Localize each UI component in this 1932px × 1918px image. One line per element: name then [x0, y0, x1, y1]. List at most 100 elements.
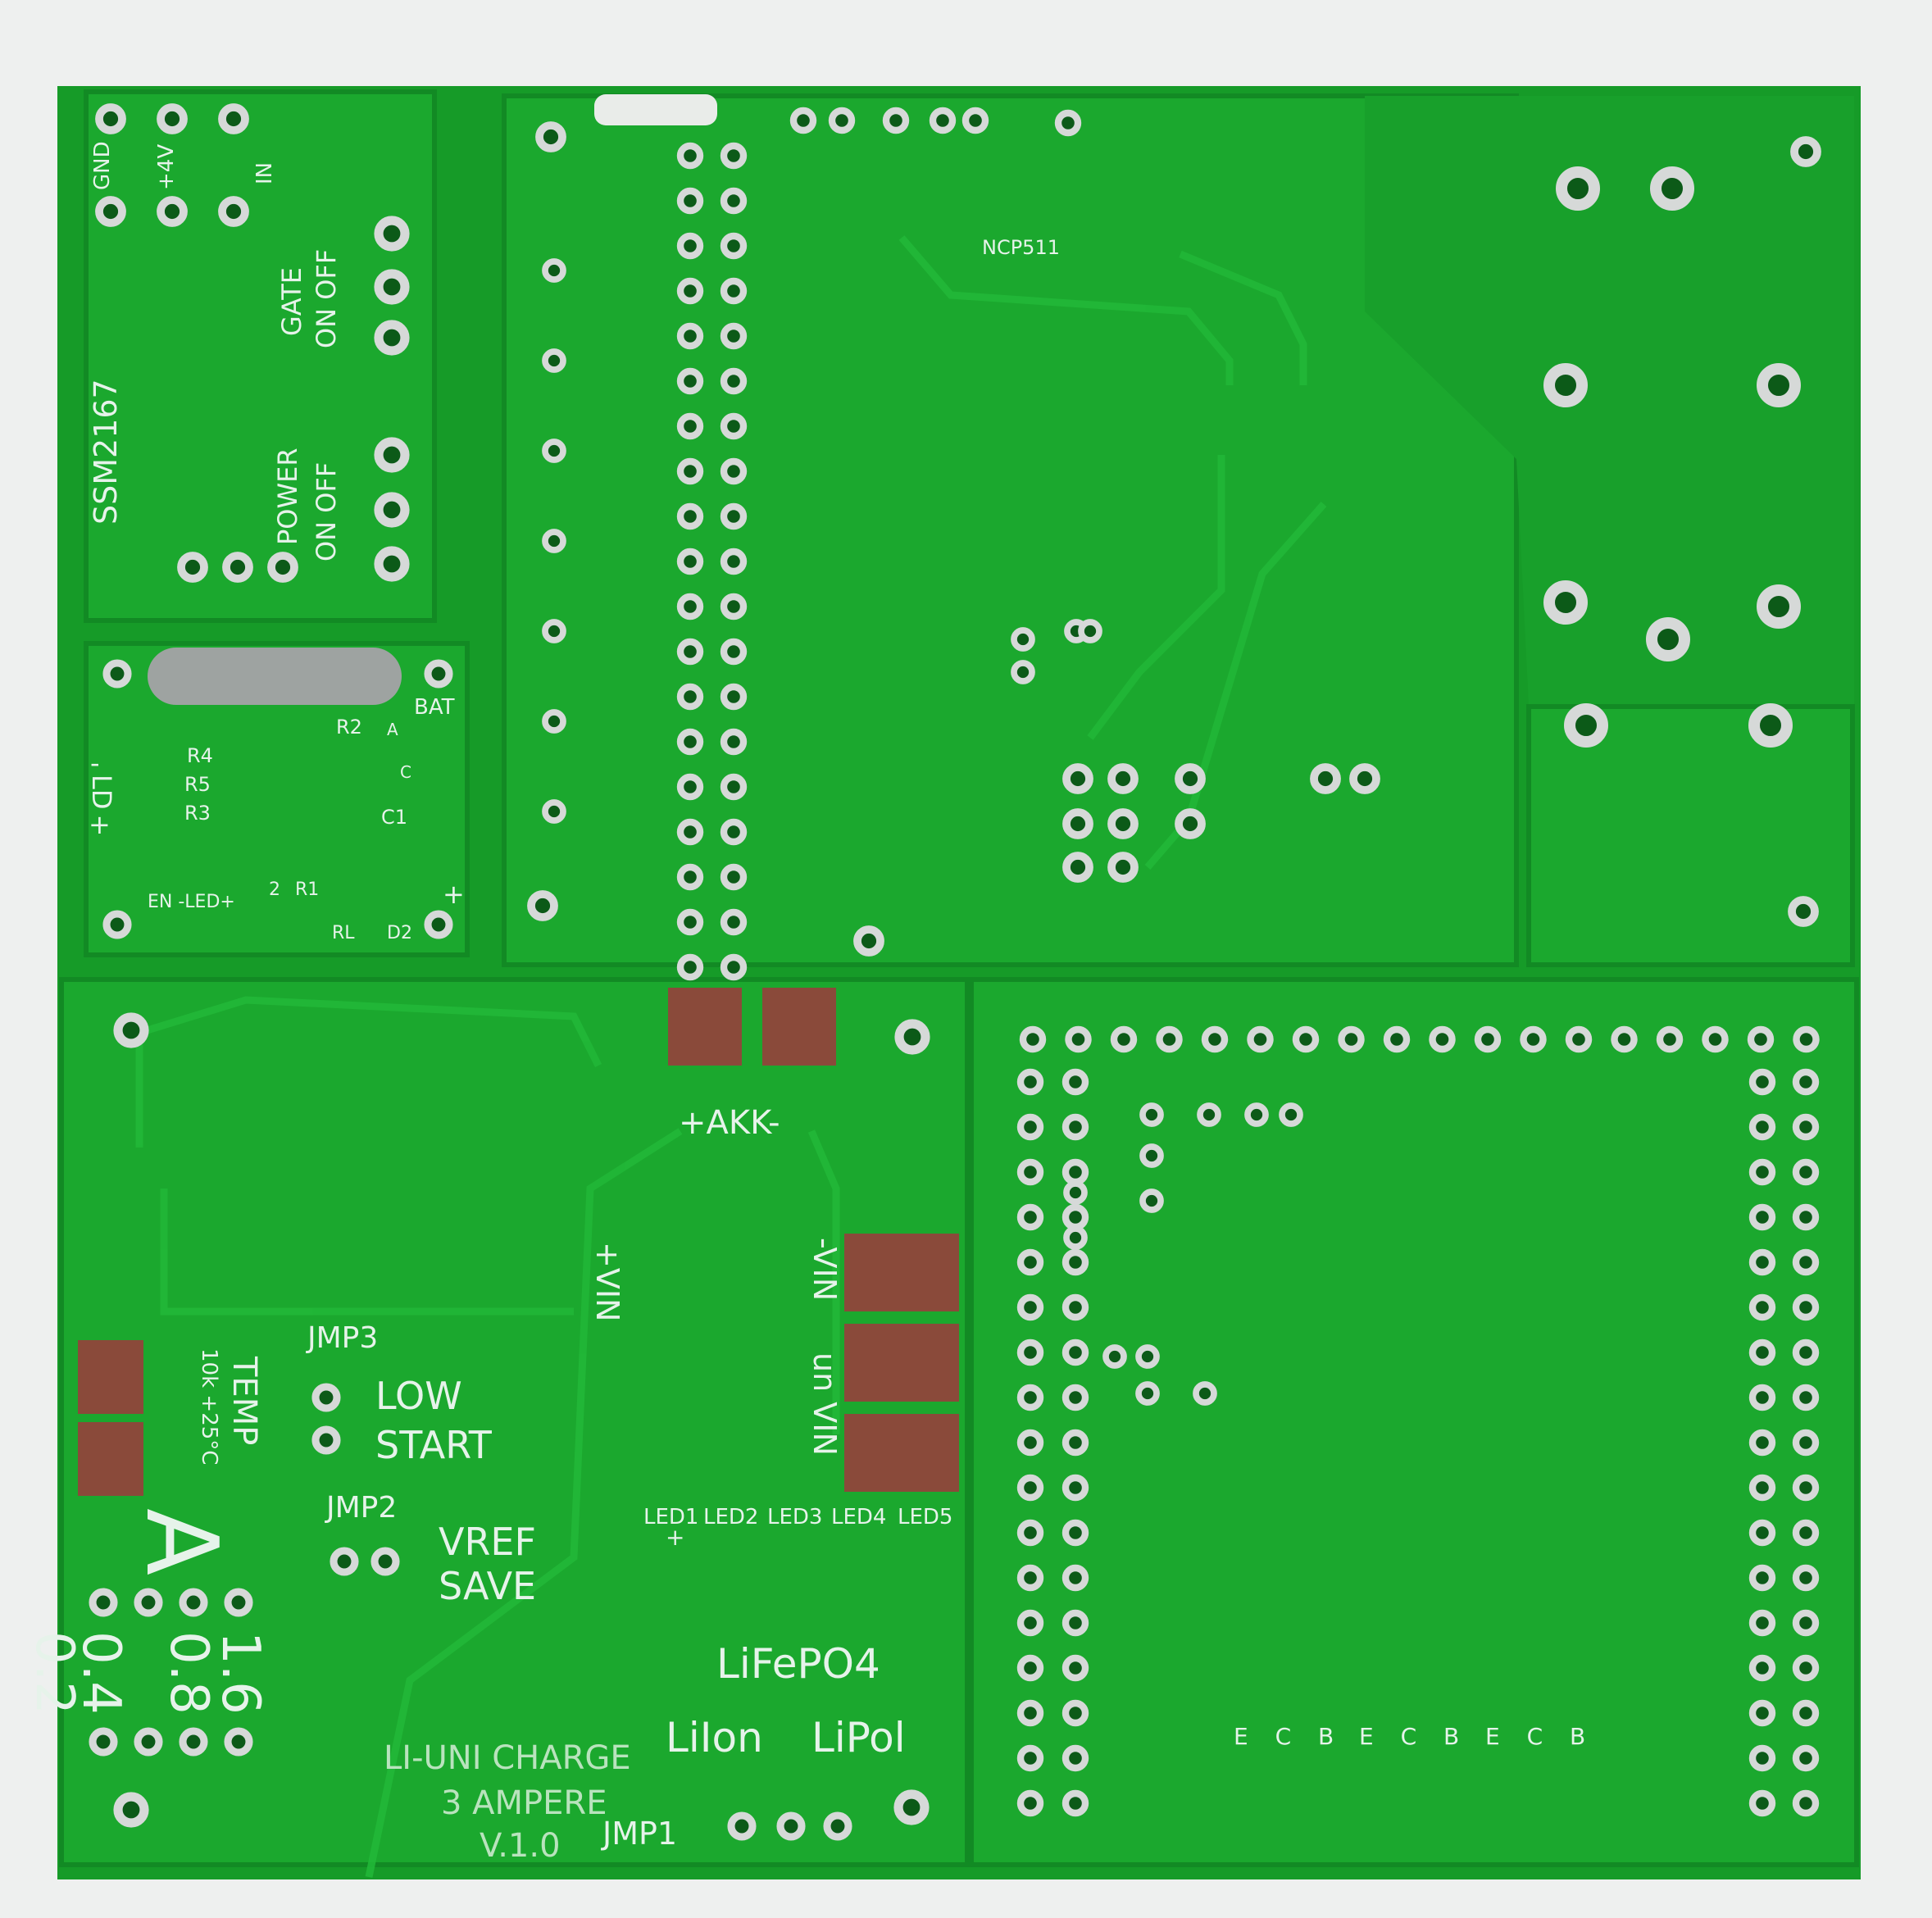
through-hole	[1792, 1564, 1820, 1592]
through-hole	[1349, 763, 1380, 794]
copper-trace	[1087, 455, 1225, 740]
copper-pad	[762, 988, 836, 1066]
through-hole	[1650, 166, 1694, 211]
label-ld-minus: -	[90, 748, 100, 779]
through-hole	[961, 107, 989, 134]
copper-trace	[135, 996, 602, 1148]
through-hole	[542, 258, 566, 283]
copper-trace	[1179, 250, 1307, 385]
through-hole	[1078, 619, 1102, 643]
through-hole	[720, 457, 748, 485]
through-hole	[1564, 703, 1608, 748]
through-hole	[676, 457, 704, 485]
label-amp-letter: A	[124, 1508, 238, 1576]
through-hole	[1279, 1102, 1303, 1127]
through-hole	[676, 277, 704, 305]
label-save: SAVE	[439, 1564, 537, 1608]
through-hole	[676, 187, 704, 215]
through-hole	[1061, 1744, 1089, 1772]
through-hole	[720, 187, 748, 215]
through-hole	[828, 107, 856, 134]
label-akk: +AKK-	[679, 1104, 780, 1142]
through-hole	[374, 492, 410, 528]
label-low: LOW	[375, 1374, 462, 1418]
through-hole	[1061, 1339, 1089, 1366]
through-hole	[95, 196, 126, 227]
label-r2: R2	[336, 716, 362, 739]
through-hole	[424, 659, 453, 689]
through-hole	[1244, 1102, 1269, 1127]
through-hole	[1061, 1429, 1089, 1457]
copper-trace	[160, 1189, 574, 1316]
label-led2: LED2	[703, 1505, 759, 1529]
through-hole	[134, 1588, 163, 1617]
mic-module	[84, 89, 437, 623]
label-r5: R5	[184, 773, 211, 796]
through-hole	[311, 1425, 341, 1455]
through-hole	[1792, 1068, 1820, 1096]
through-hole	[1107, 763, 1139, 794]
through-hole	[1788, 896, 1819, 927]
through-hole	[1107, 852, 1139, 883]
through-hole	[1135, 1344, 1160, 1369]
through-hole	[1061, 1699, 1089, 1727]
through-hole	[374, 320, 410, 356]
label-start: START	[375, 1423, 492, 1467]
copper-trace	[898, 235, 1234, 385]
through-hole	[1656, 1025, 1684, 1053]
through-hole	[676, 502, 704, 530]
through-hole	[1748, 1429, 1776, 1457]
through-hole	[1061, 1564, 1089, 1592]
through-hole	[218, 196, 249, 227]
label-ecb-2: E C B	[1359, 1723, 1470, 1750]
through-hole	[676, 953, 704, 981]
through-hole	[1292, 1025, 1320, 1053]
label-current-0-8: 0.8	[158, 1631, 219, 1715]
label-vin-un: un VIN	[807, 1352, 843, 1456]
through-hole	[720, 277, 748, 305]
through-hole	[1016, 1113, 1044, 1141]
through-hole	[1748, 1158, 1776, 1186]
through-hole	[727, 1811, 757, 1841]
through-hole	[1019, 1025, 1047, 1053]
copper-pad	[78, 1422, 143, 1496]
silver-pad	[594, 94, 717, 125]
through-hole	[776, 1811, 806, 1841]
through-hole	[1011, 660, 1035, 684]
through-hole	[720, 412, 748, 440]
through-hole	[424, 910, 453, 939]
label-en-led: EN -LED+	[148, 892, 235, 912]
through-hole	[1139, 1102, 1164, 1127]
through-hole	[893, 1789, 930, 1825]
through-hole	[1792, 1429, 1820, 1457]
through-hole	[1016, 1429, 1044, 1457]
label-ld-plus: +	[89, 809, 111, 840]
through-hole	[1061, 1248, 1089, 1276]
through-hole	[1063, 1180, 1088, 1205]
label-jmp2: JMP2	[326, 1491, 398, 1525]
through-hole	[1016, 1068, 1044, 1096]
through-hole	[789, 107, 817, 134]
through-hole	[1065, 1025, 1092, 1053]
through-hole	[1792, 1339, 1820, 1366]
through-hole	[374, 437, 410, 473]
through-hole	[1201, 1025, 1229, 1053]
through-hole	[1061, 1789, 1089, 1817]
through-hole	[1061, 1113, 1089, 1141]
through-hole	[1383, 1025, 1411, 1053]
through-hole	[330, 1547, 359, 1576]
through-hole	[113, 1792, 149, 1828]
through-hole	[1792, 1744, 1820, 1772]
label-ld: LD	[86, 775, 117, 810]
through-hole	[89, 1588, 118, 1617]
through-hole	[676, 683, 704, 711]
through-hole	[1016, 1789, 1044, 1817]
through-hole	[1193, 1381, 1217, 1406]
through-hole	[1016, 1293, 1044, 1321]
through-hole	[1197, 1102, 1221, 1127]
gate-label: GATE	[276, 267, 307, 336]
label-liion: LiIon	[666, 1714, 763, 1761]
through-hole	[1016, 1384, 1044, 1411]
through-hole	[1175, 763, 1206, 794]
